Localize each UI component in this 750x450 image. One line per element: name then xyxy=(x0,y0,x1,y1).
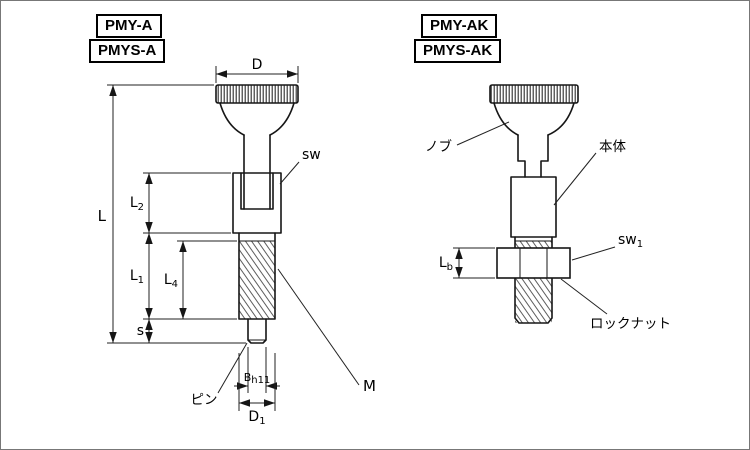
callout-sw1: sw1 xyxy=(571,232,643,261)
dimension-L4: L4 xyxy=(164,240,237,319)
dimension-Lb: Lb xyxy=(439,247,495,279)
callout-label-locknut: ロックナット xyxy=(590,316,671,332)
model-badge-pmy-ak: PMY-AK xyxy=(421,14,498,38)
dim-label-sw1: sw1 xyxy=(618,232,643,250)
dim-label-D: D xyxy=(252,57,263,73)
model-badge-pmys-a: PMYS-A xyxy=(89,39,166,63)
dimension-L2: L2 xyxy=(130,172,231,234)
dimension-L: L xyxy=(98,84,246,344)
knob-stem xyxy=(243,134,271,210)
callout-label-body: 本体 xyxy=(599,139,627,155)
plunger-body xyxy=(232,172,282,234)
dimension-B: Bh11 xyxy=(234,347,280,393)
knob-cap-ak xyxy=(489,84,579,104)
dim-label-L1: L1 xyxy=(130,268,144,286)
dim-label-Lb: Lb xyxy=(439,255,453,273)
dimension-L1: L1 xyxy=(130,233,237,320)
threaded-shaft-ak xyxy=(514,236,553,324)
dimension-D1: D1 xyxy=(238,353,276,427)
dim-label-M: M xyxy=(363,377,376,395)
callout-body: 本体 xyxy=(553,139,627,206)
lock-nut-facets xyxy=(519,248,548,278)
callout-label-knob: ノブ xyxy=(425,138,452,155)
pin xyxy=(247,318,267,344)
dim-label-sw: sw xyxy=(302,147,321,163)
dimension-D: D xyxy=(215,57,299,83)
right-figure: Lb ノブ 本体 sw1 ロックナット xyxy=(425,84,671,332)
lock-nut xyxy=(496,247,571,279)
plunger-body-ak xyxy=(510,176,557,238)
knob-cap xyxy=(215,84,299,104)
knob-skirt xyxy=(219,102,295,136)
dim-label-s: s xyxy=(137,323,144,339)
threaded-shaft xyxy=(238,232,276,320)
dim-label-B: Bh11 xyxy=(244,371,271,386)
rest-slot xyxy=(240,172,274,210)
callout-sw: sw xyxy=(279,147,321,185)
left-figure: D L L2 L1 xyxy=(98,57,376,427)
callout-label-pin: ピン xyxy=(191,392,218,408)
dim-label-L: L xyxy=(98,207,107,225)
callout-pin: ピン xyxy=(191,342,248,408)
dim-label-D1: D1 xyxy=(248,409,265,427)
callout-M: M xyxy=(277,268,376,395)
dimension-s: s xyxy=(137,319,153,343)
callout-knob: ノブ xyxy=(425,121,510,155)
model-badge-pmys-ak: PMYS-AK xyxy=(414,39,502,63)
callout-locknut: ロックナット xyxy=(560,278,671,332)
knob-stem-ak xyxy=(517,134,549,178)
dim-label-L2: L2 xyxy=(130,195,144,213)
knob-skirt-ak xyxy=(493,102,575,136)
thread-hatch xyxy=(239,241,275,319)
model-badge-pmy-a: PMY-A xyxy=(96,14,162,38)
dim-label-L4: L4 xyxy=(164,272,178,290)
